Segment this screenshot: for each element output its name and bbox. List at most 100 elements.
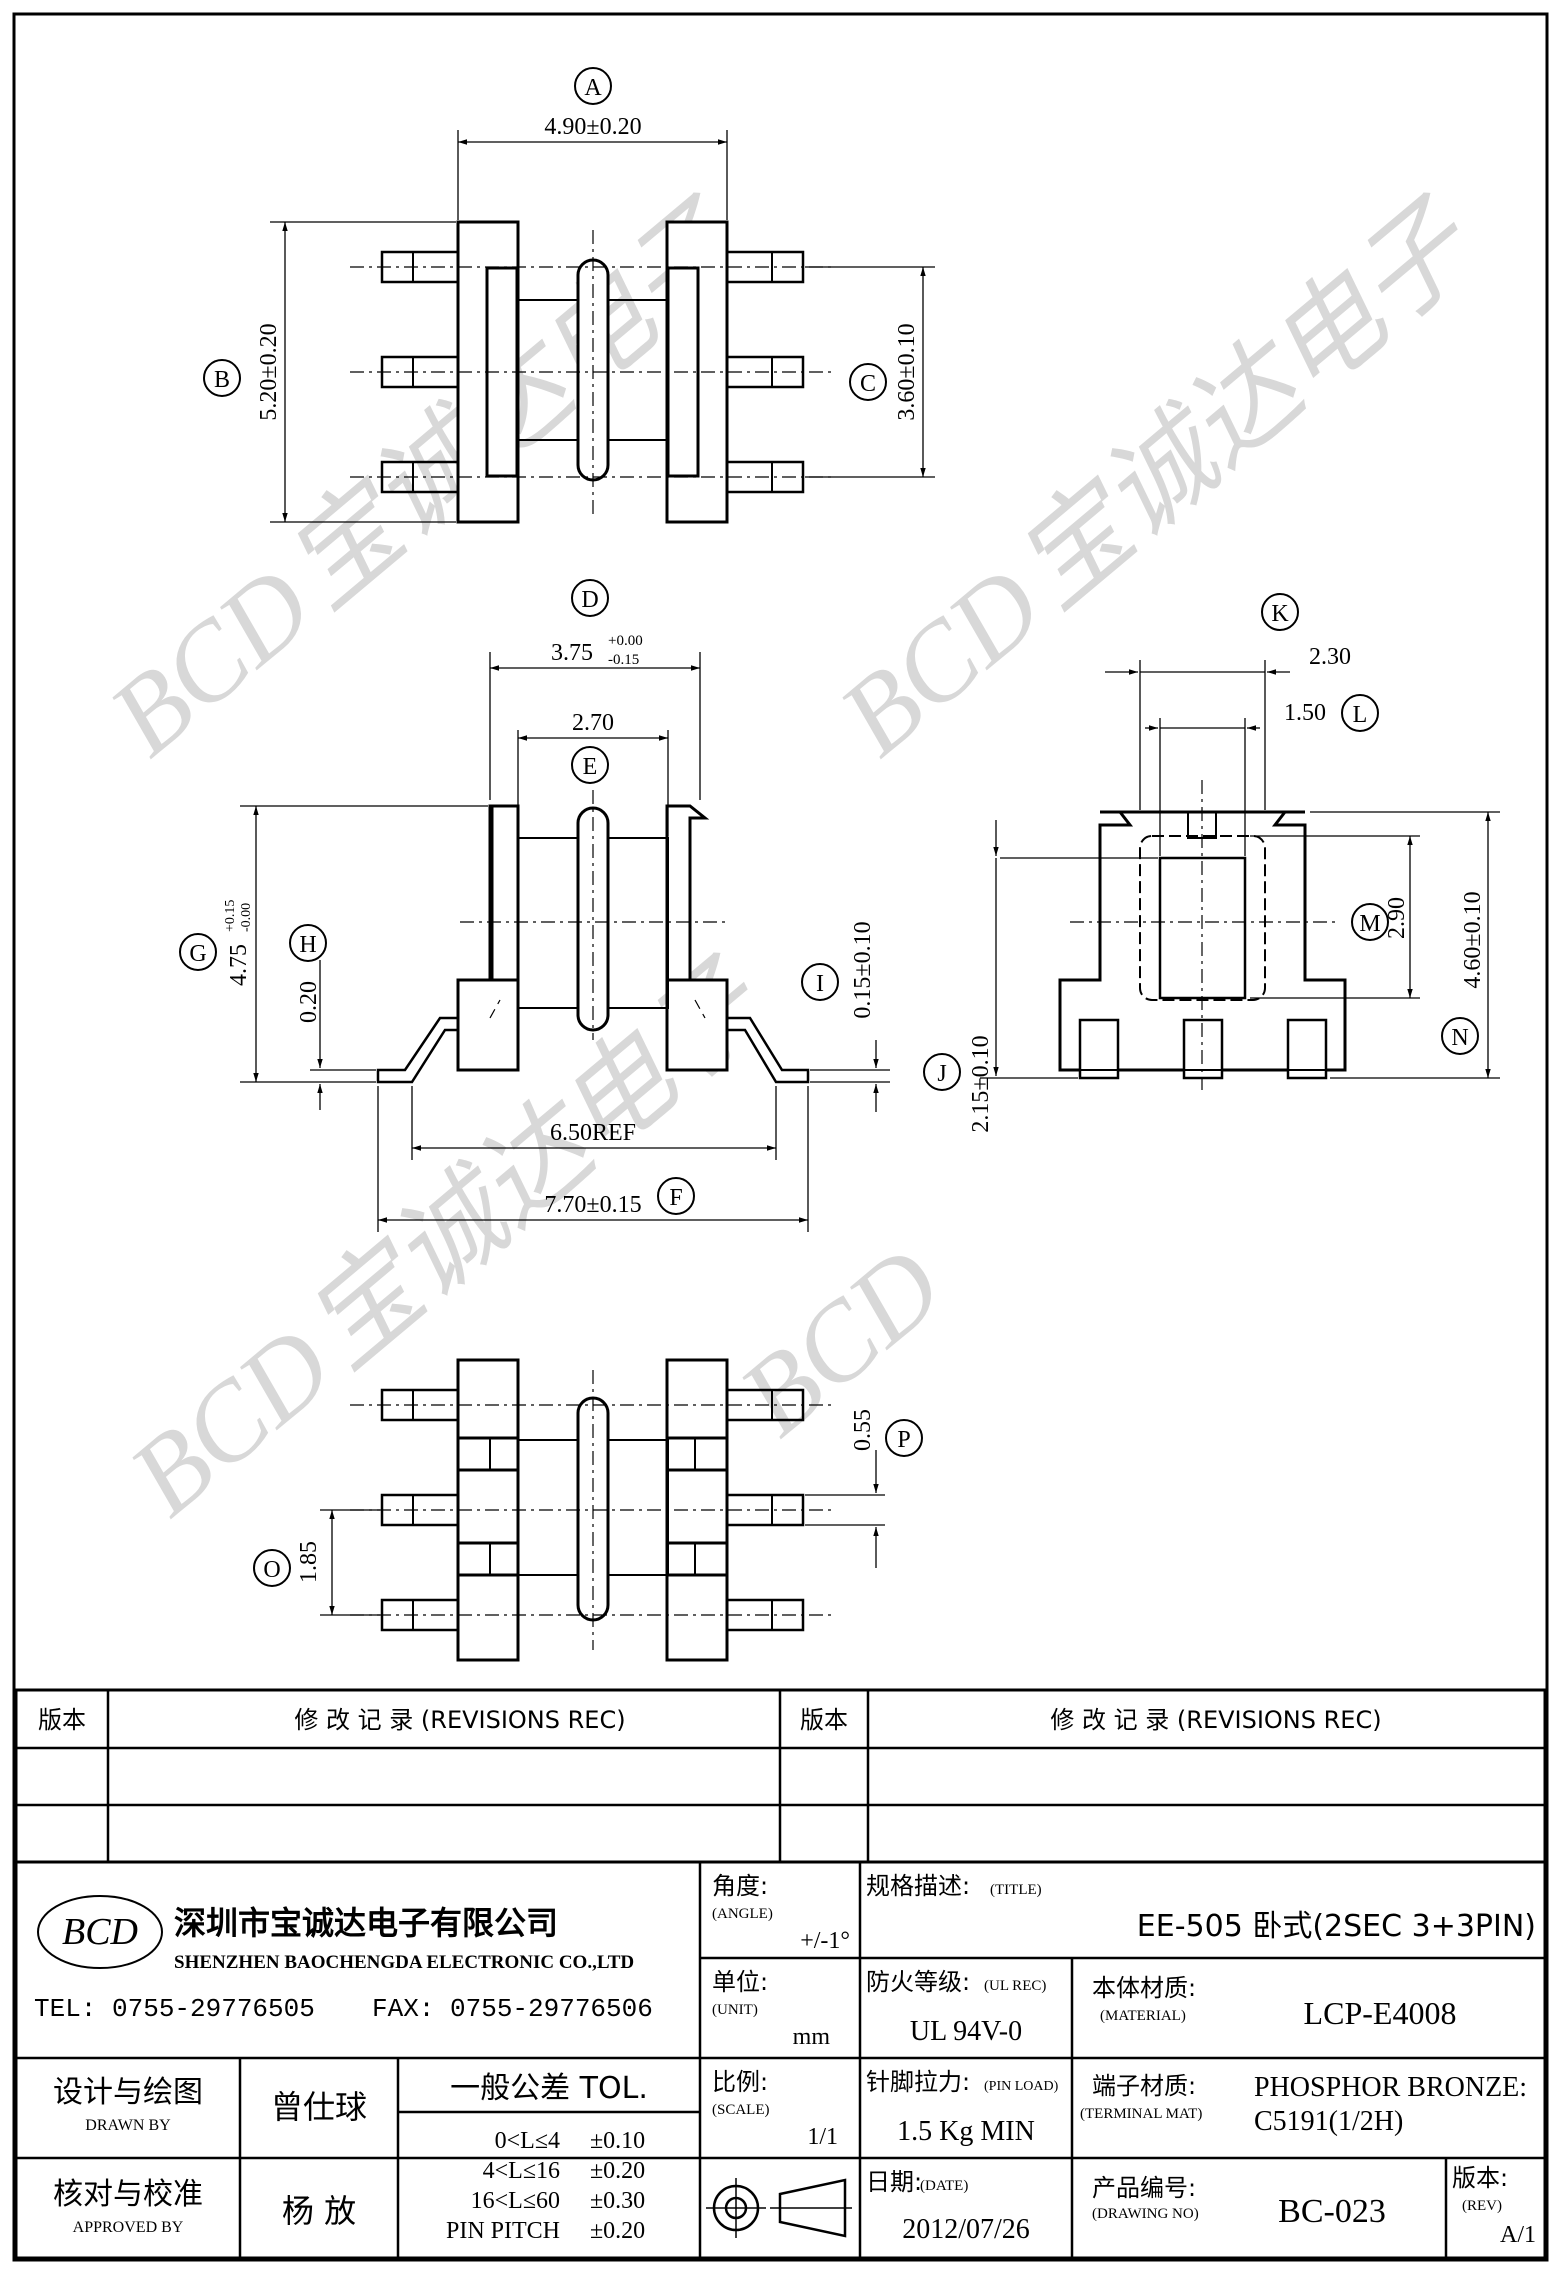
rev-rec-header-left: 修 改 记 录 (REVISIONS REC) [294,1706,625,1734]
terminal-label: 端子材质: [1092,2072,1196,2100]
dim-value-a: 4.90±0.20 [544,114,641,140]
date-label-en: (DATE) [920,2178,968,2194]
projection-symbol-icon [706,2178,852,2238]
scale-label-en: (SCALE) [712,2102,770,2118]
material-label: 本体材质: [1092,1974,1196,2002]
dim-label-g: G [189,941,206,967]
dim-value-o: 1.85 [296,1541,322,1583]
terminal-value-1: PHOSPHOR BRONZE: [1254,2072,1527,2103]
dim-label-f: F [669,1185,682,1211]
tol-range-1: 0<L≤4 [495,2128,560,2154]
ul-value: UL 94V-0 [910,2016,1022,2047]
dim-value-i: 0.15±0.10 [850,921,876,1018]
bottom-view [350,1358,835,1662]
ul-label: 防火等级: [866,1968,970,1996]
tol-value-2: ±0.20 [590,2158,645,2184]
approved-label-en: APPROVED BY [73,2219,184,2236]
company-block: BCD 深圳市宝诚达电子有限公司 SHENZHEN BAOCHENGDA ELE… [34,1895,653,2024]
dim-label-p: P [897,1427,910,1453]
dim-value-n: 4.60±0.10 [1460,891,1486,988]
dim-label-j: J [937,1061,946,1087]
tol-value-1: ±0.10 [590,2128,645,2154]
angle-label: 角度: [712,1872,768,1900]
tol-value-4: ±0.20 [590,2218,645,2244]
title-value: EE-505 卧式(2SEC 3+3PIN) [1137,1909,1536,1944]
dim-label-o: O [263,1557,280,1583]
dim-label-h: H [299,932,316,958]
dim-label-k: K [1271,601,1289,627]
angle-value: +/-1° [800,1928,850,1954]
dim-label-n: N [1451,1025,1468,1051]
tol-range-3: 16<L≤60 [471,2188,560,2214]
dim-label-c: C [860,371,876,397]
side-view-dims [980,660,1500,1079]
unit-value: mm [793,2024,831,2050]
dim-tol-upper-d: +0.00 [608,633,643,649]
title-block-grid [14,1860,1547,2260]
pinload-label: 针脚拉力: [866,2068,970,2096]
dim-value-p: 0.55 [850,1409,876,1451]
watermark-brand: BCD [717,1224,964,1459]
tol-range-4: PIN PITCH [446,2218,560,2244]
revision-table [14,1688,1547,1864]
side-view [1058,780,1347,1090]
date-label: 日期: [866,2168,922,2196]
ul-label-en: (UL REC) [984,1978,1046,1994]
tol-title: 一般公差 TOL. [450,2071,648,2106]
rev-label: 版本: [1452,2164,1508,2192]
dim-value-d: 3.75 [551,640,593,666]
company-name-en: SHENZHEN BAOCHENGDA ELECTRONIC CO.,LTD [174,1952,634,1973]
sheet-border [12,12,1549,2262]
dim-label-i: I [816,971,824,997]
approved-value: 杨 放 [282,2192,356,2230]
drawingno-label-en: (DRAWING NO) [1092,2206,1199,2222]
scale-value: 1/1 [807,2124,838,2150]
dim-value-d-inner: 2.70 [572,710,614,736]
company-name-cn: 深圳市宝诚达电子有限公司 [174,1904,558,1942]
dim-value-f-ref: 6.50REF [550,1120,636,1146]
terminal-label-en: (TERMINAL MAT) [1080,2106,1202,2122]
unit-label-en: (UNIT) [712,2002,758,2018]
dim-value-b: 5.20±0.20 [256,323,282,420]
title-label-en: (TITLE) [990,1882,1042,1898]
rev-rec-header-right: 修 改 记 录 (REVISIONS REC) [1050,1706,1381,1734]
dim-value-f: 7.70±0.15 [544,1192,641,1218]
dim-label-b: B [214,367,230,393]
rev-ver-header-left: 版本 [38,1706,86,1734]
dim-label-e: E [583,754,598,780]
material-label-en: (MATERIAL) [1100,2008,1186,2024]
dim-label-l: L [1353,702,1368,728]
dim-label-d: D [581,587,598,613]
bottom-view-dims [320,1450,885,1616]
angle-label-en: (ANGLE) [712,1906,773,1922]
company-logo: BCD [62,1911,138,1953]
dim-label-m: M [1359,911,1380,937]
terminal-value-2: C5191(1/2H) [1254,2106,1403,2137]
top-view [350,220,835,524]
front-view [376,790,810,1084]
drawn-label-en: DRAWN BY [85,2117,171,2134]
rev-label-en: (REV) [1462,2198,1502,2214]
dim-tol-lower-d: -0.15 [608,652,639,668]
dim-value-g: 4.75 [226,944,252,986]
pinload-label-en: (PIN LOAD) [984,2079,1059,2094]
dim-value-c: 3.60±0.10 [894,323,920,420]
drawn-label: 设计与绘图 [53,2075,203,2110]
scale-label: 比例: [712,2068,768,2096]
title-label: 规格描述: [866,1872,970,1900]
dim-value-m: 2.90 [1384,897,1410,939]
company-tel: TEL: 0755-29776505 [34,1994,315,2024]
front-view-dims [240,652,890,1232]
rev-ver-header-right: 版本 [800,1706,848,1734]
dim-value-k: 2.30 [1309,644,1351,670]
unit-label: 单位: [712,1968,768,1996]
drawn-value: 曾仕球 [271,2088,367,2126]
company-fax: FAX: 0755-29776506 [372,1994,653,2024]
dim-tol-lower-g: -0.00 [239,903,254,932]
drawingno-value: BC-023 [1278,2193,1386,2230]
date-value: 2012/07/26 [902,2214,1030,2245]
drawingno-label: 产品编号: [1092,2174,1196,2202]
approved-label: 核对与校准 [53,2177,203,2212]
